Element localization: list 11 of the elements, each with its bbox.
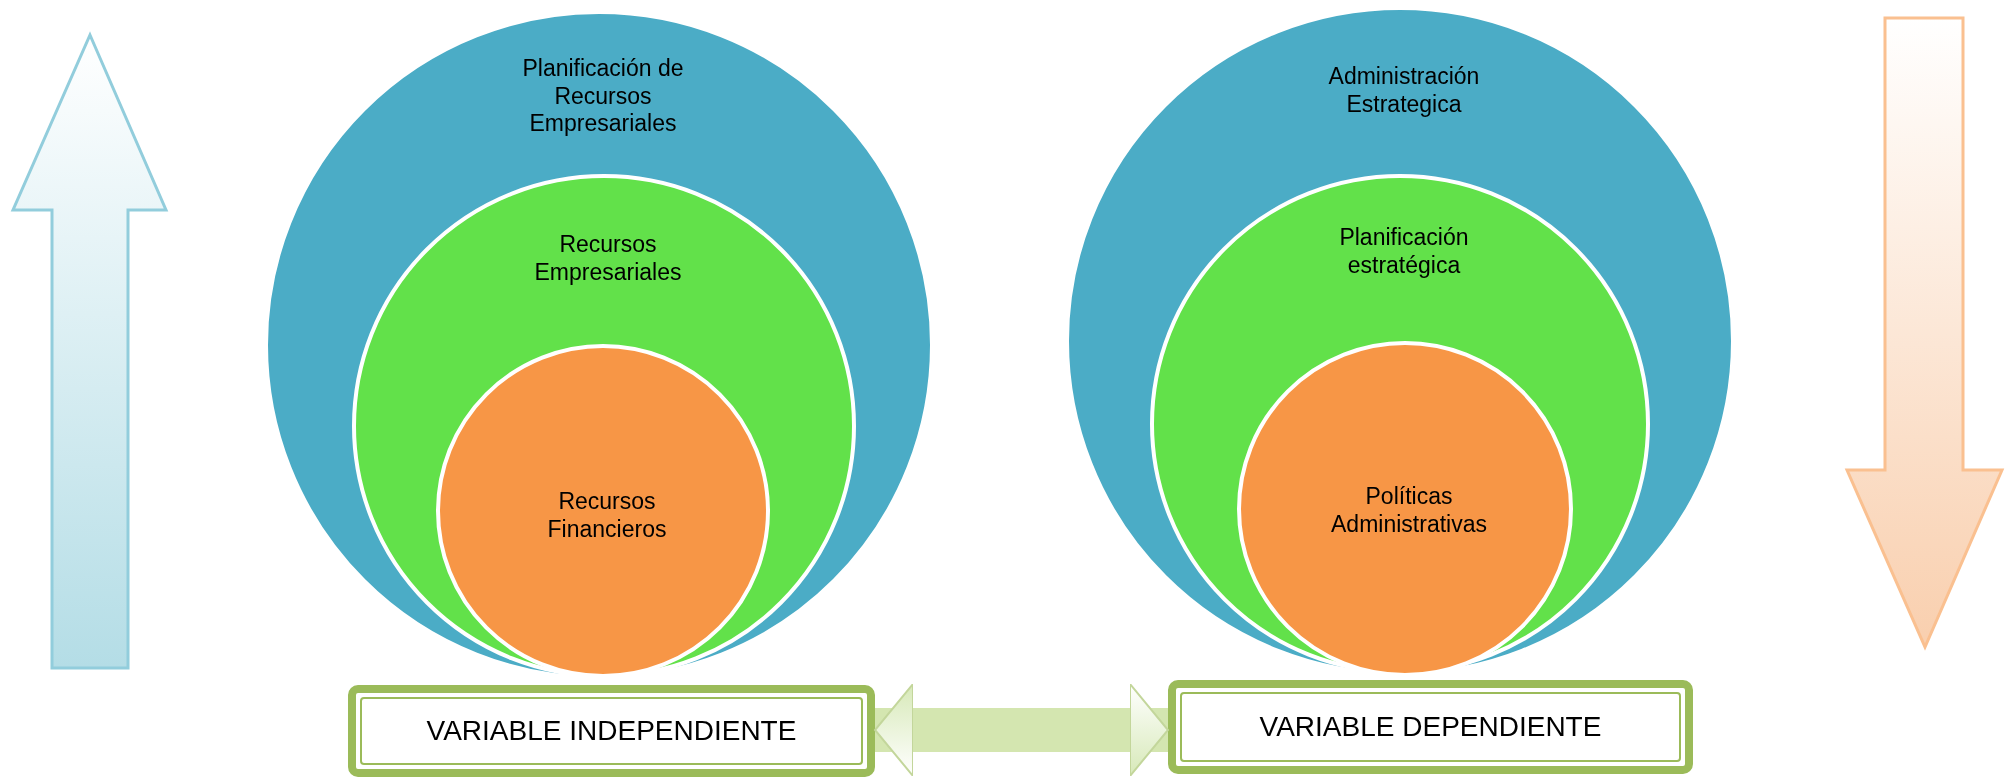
node-label: Recursos Financieros <box>546 488 668 544</box>
label-box <box>1168 680 1693 774</box>
node-label: Administración Estrategica <box>1327 63 1481 119</box>
double-arrow <box>874 683 1169 777</box>
node-label: VARIABLE INDEPENDIENTE <box>425 714 798 748</box>
label-box <box>348 685 875 777</box>
node-label: Planificación estratégica <box>1338 224 1470 280</box>
node-label: Recursos Empresariales <box>533 231 683 287</box>
node-label: Políticas Administrativas <box>1330 483 1488 539</box>
node-label: VARIABLE DEPENDIENTE <box>1258 710 1603 744</box>
node-label: Planificación de Recursos Empresariales <box>521 55 685 138</box>
